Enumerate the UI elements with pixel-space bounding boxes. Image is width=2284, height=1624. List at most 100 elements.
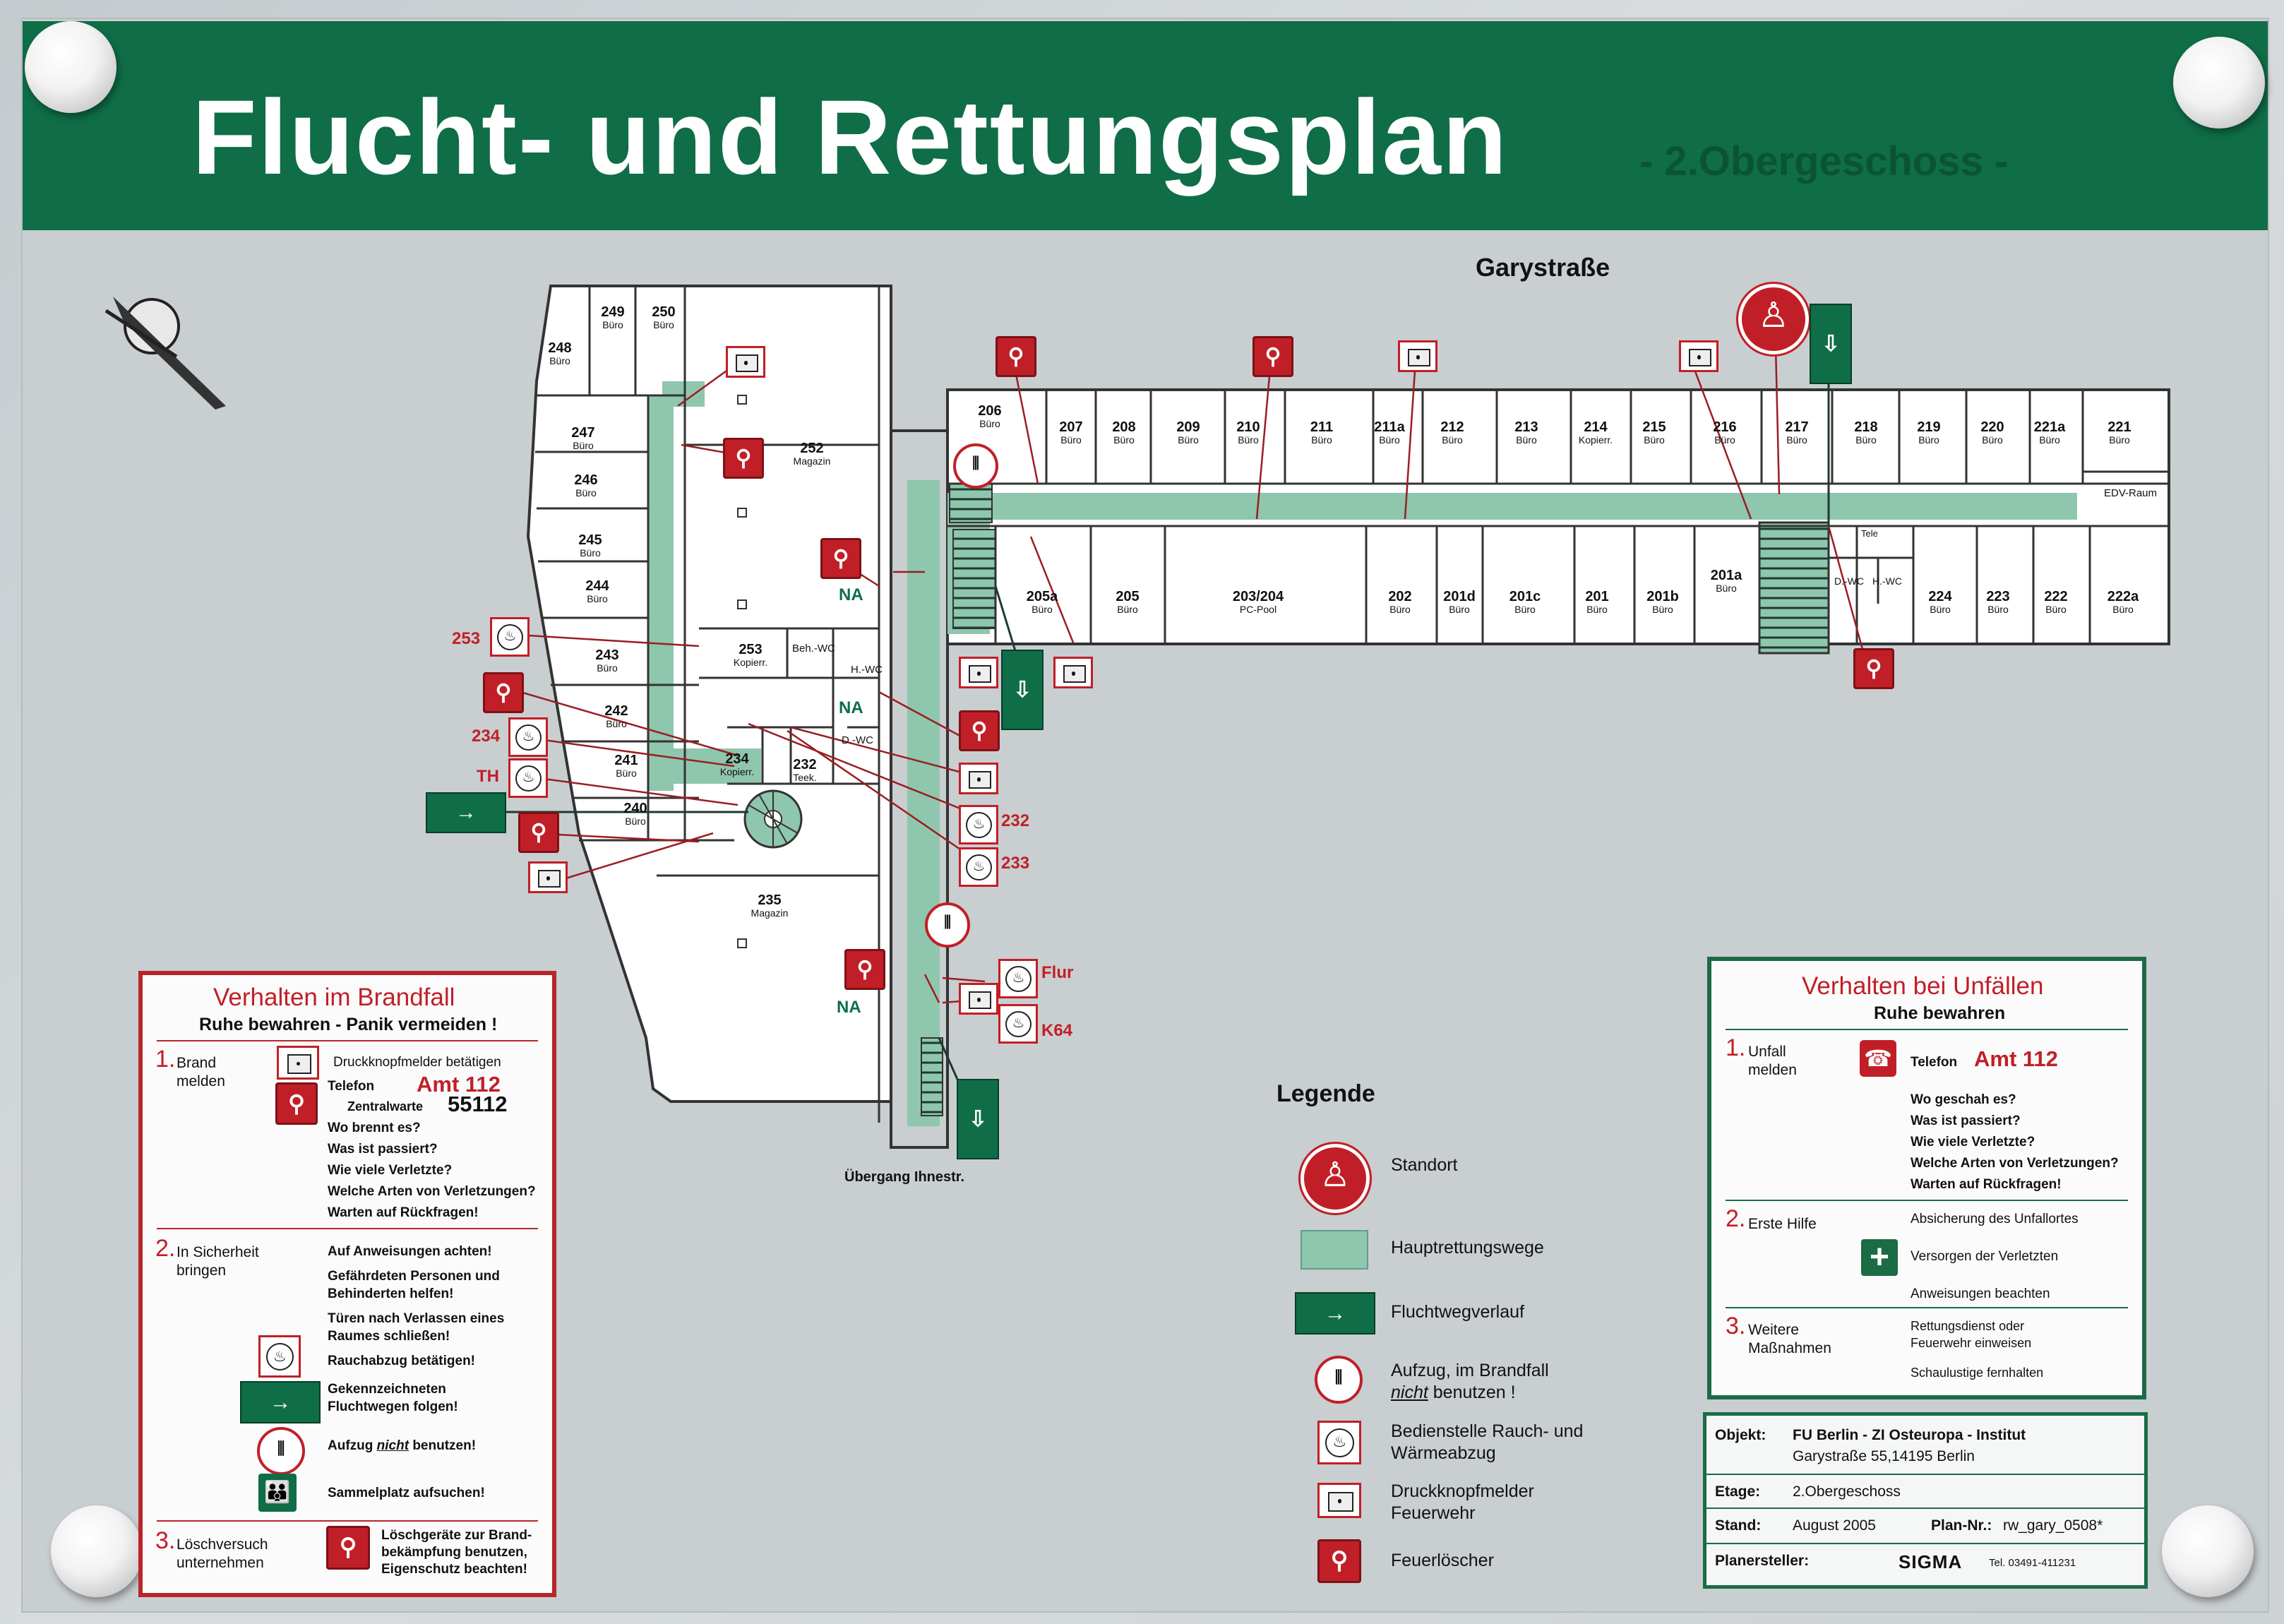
legend-haupt: Hauptrettungswege (1391, 1238, 1544, 1258)
accident-step1-q1: Wo geschah es? (1911, 1092, 2016, 1107)
fire-step2-l7: Gekennzeichneten (328, 1382, 446, 1397)
accident-step1-q5: Warten auf Rückfragen! (1911, 1177, 2062, 1192)
smoke-vent-icon: ♨ (998, 959, 1038, 998)
east-stairwell (952, 529, 996, 629)
accident-step1-label2: melden (1748, 1062, 1797, 1078)
fire-step2-l3: Behinderten helfen! (328, 1286, 454, 1301)
connector-corridor (907, 480, 940, 1126)
elevator-icon: ⫼ (925, 902, 970, 948)
you-are-here-icon: ♙ (1298, 1142, 1372, 1215)
exit-sign-icon: ⇩ (1001, 650, 1044, 730)
accident-step3-l3: Schaulustige fernhalten (1911, 1366, 2044, 1380)
exit-sign-icon: → (1295, 1292, 1375, 1335)
d-wc-label: D.-WC (842, 734, 873, 746)
info-planer-logo: SIGMA (1899, 1551, 1963, 1572)
fire-step3-l2: bekämpfung benutzen, (381, 1545, 527, 1560)
accident-step2-label1: Erste Hilfe (1748, 1216, 1817, 1232)
west-corridor (648, 395, 674, 791)
call-point-icon (959, 983, 998, 1015)
edv-room-label: EDV-Raum (2104, 487, 2158, 499)
elevator-icon: ⫼ (1315, 1356, 1363, 1404)
fire-step1-zentral-num: 55112 (448, 1092, 508, 1116)
accident-panel-subtitle: Ruhe bewahren (1874, 1003, 2006, 1023)
fire-instructions-panel: Verhalten im Brandfall Ruhe bewahren - P… (138, 971, 556, 1597)
legend-standort: Standort (1391, 1155, 1458, 1175)
plan-info-block: Objekt: FU Berlin - ZI Osteuropa - Insti… (1703, 1412, 2148, 1589)
screw-top-left (25, 21, 116, 113)
fire-extinguisher-icon: ⚲ (483, 672, 524, 713)
accident-step1-label1: Unfall (1748, 1044, 1786, 1060)
info-planer-label: Planersteller: (1715, 1553, 1810, 1569)
fire-step2-num: 2. (155, 1235, 176, 1262)
accident-step2-l2: Versorgen der Verletzten (1911, 1249, 2059, 1264)
accident-step1-q2: Was ist passiert? (1911, 1113, 2021, 1128)
smoke-vent-icon: ♨ (959, 847, 998, 887)
callout-th: TH (477, 767, 499, 786)
screw-top-right (2173, 37, 2265, 129)
fire-extinguisher-icon: ⚲ (844, 949, 885, 990)
east-corridor (947, 493, 2077, 520)
plan-title: Flucht- und Rettungsplan (192, 78, 1509, 196)
connector-stairs (921, 1037, 943, 1116)
floor-subtitle: - 2.Obergeschoss - (1639, 138, 2009, 184)
fire-step1-q3: Wie viele Verletzte? (328, 1163, 453, 1178)
accident-step1-num: 1. (1726, 1034, 1746, 1061)
smoke-vent-icon: ♨ (508, 758, 548, 798)
west-wing-outline (526, 285, 892, 1103)
fire-step1-l1: Druckknopfmelder betätigen (333, 1055, 501, 1070)
fire-step2-l4: Türen nach Verlassen eines (328, 1311, 505, 1326)
smoke-vent-icon: ♨ (1317, 1421, 1361, 1464)
fire-extinguisher-icon: ⚲ (518, 812, 559, 853)
fire-step2-l5: Raumes schließen! (328, 1329, 450, 1344)
legend-rauch-2: Wärmeabzug (1391, 1443, 1496, 1463)
you-are-here-icon: ♙ (1736, 282, 1811, 357)
info-plan-label: Plan-Nr.: (1931, 1517, 1992, 1534)
fire-step1-q5: Warten auf Rückfragen! (328, 1205, 479, 1220)
fire-extinguisher-icon: ⚲ (995, 336, 1036, 377)
fire-step3-label2: unternehmen (177, 1555, 264, 1571)
accident-step3-num: 3. (1726, 1313, 1746, 1339)
fire-extinguisher-icon: ⚲ (1317, 1539, 1361, 1583)
legend-rauch-1: Bedienstelle Rauch- und (1391, 1421, 1584, 1441)
telephone-icon: ☎ (1860, 1040, 1896, 1077)
fire-step1-amt: Amt 112 (417, 1072, 501, 1097)
info-etage-label: Etage: (1715, 1483, 1761, 1500)
fire-step1-q2: Was ist passiert? (328, 1142, 438, 1157)
accident-step2-l1: Absicherung des Unfallortes (1911, 1212, 2079, 1226)
fire-panel-title: Verhalten im Brandfall (213, 984, 455, 1011)
accident-step3-l1: Rettungsdienst oder (1911, 1319, 2025, 1333)
fire-extinguisher-icon: ⚲ (1853, 648, 1894, 689)
exit-sign-icon: → (240, 1381, 321, 1423)
smoke-vent-icon: ♨ (998, 1004, 1038, 1044)
tele-label: Tele (1861, 528, 1878, 539)
h-wc-label: H.-WC (851, 664, 883, 676)
fire-extinguisher-icon: ⚲ (1252, 336, 1293, 377)
smoke-vent-icon: ♨ (508, 717, 548, 757)
fire-step3-l3: Eigenschutz beachten! (381, 1562, 527, 1577)
call-point-icon (1398, 340, 1437, 372)
fire-step1-num: 1. (155, 1046, 176, 1073)
telephone-icon: ⚲ (275, 1082, 318, 1125)
